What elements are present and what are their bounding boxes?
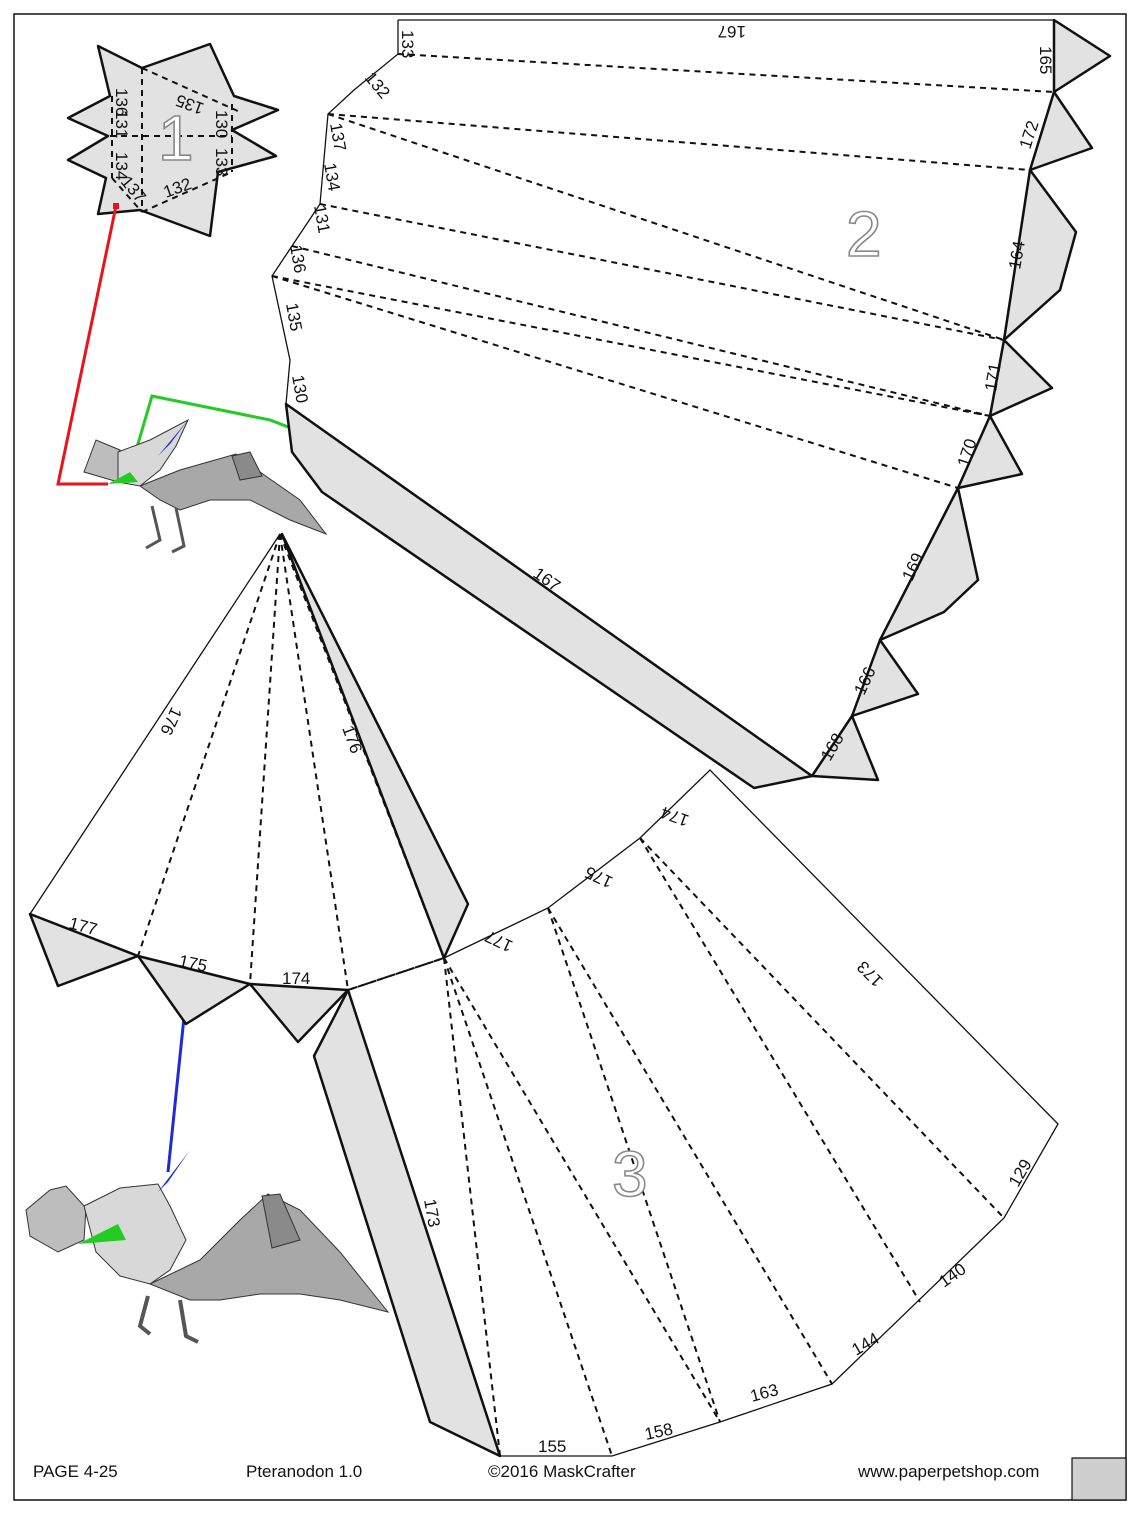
guide-line-blue (166, 997, 188, 1173)
edge-label: 133 (398, 30, 417, 58)
edge-label: 163 (748, 1380, 780, 1406)
edge-label: 174 (658, 803, 691, 831)
edge-label: 136 (286, 243, 310, 274)
piece-3-edge-labels: 176 176 177 175 174 174 175 177 173 173 … (67, 704, 1036, 1456)
model-name: Pteranodon 1.0 (246, 1462, 363, 1481)
edge-label: 136 (112, 88, 131, 116)
edge-label: 167 (718, 22, 746, 41)
page-number: PAGE 4-25 (33, 1462, 118, 1481)
edge-label: 155 (538, 1437, 566, 1456)
edge-label: 135 (282, 301, 306, 332)
piece-3-number: 3 (612, 1138, 648, 1210)
edge-label: 130 (212, 110, 231, 138)
edge-label: 134 (112, 152, 131, 180)
edge-label: 174 (282, 969, 310, 988)
edge-label: 129 (1005, 1156, 1036, 1190)
piece-1: 1 136 135 131 130 134 133 137 132 (66, 42, 280, 238)
edge-label: 140 (935, 1259, 969, 1291)
piece-2-edge-labels: 133 167 165 132 172 137 134 131 164 136 … (282, 22, 1055, 764)
piece-1-number: 1 (158, 102, 194, 174)
edge-label: 133 (212, 148, 231, 176)
guide-marker-red (113, 203, 119, 209)
edge-label: 165 (1036, 46, 1055, 74)
edge-label: 130 (288, 373, 312, 404)
piece-3-upper (28, 532, 470, 1044)
edge-label: 173 (420, 1197, 444, 1228)
edge-label: 164 (1005, 239, 1029, 270)
edge-label: 173 (853, 957, 886, 990)
edge-label: 177 (482, 926, 516, 955)
copyright: ©2016 MaskCrafter (488, 1462, 636, 1481)
guide-line-green (126, 394, 297, 479)
edge-label: 134 (320, 161, 344, 192)
edge-label: 158 (643, 1419, 675, 1443)
pteranodon-preview-bottom (25, 1150, 390, 1344)
page-border (13, 13, 1127, 1501)
guide-line-red (56, 205, 118, 486)
website-link[interactable]: www.paperpetshop.com (858, 1462, 1040, 1481)
edge-label: 171 (981, 361, 1005, 392)
folded-corner (1071, 1457, 1127, 1501)
piece-2-number: 2 (846, 198, 882, 270)
edge-label: 131 (310, 203, 334, 234)
edge-label: 175 (582, 862, 616, 891)
edge-label: 137 (326, 121, 350, 152)
edge-label: 131 (112, 110, 131, 138)
edge-label: 176 (156, 704, 185, 738)
edge-label: 132 (361, 68, 394, 102)
edge-label: 144 (849, 1329, 883, 1360)
pteranodon-preview-top (83, 418, 328, 554)
piece-2: 2 133 167 165 132 172 137 134 131 164 13… (271, 18, 1112, 790)
piece-3: 3 176 176 177 175 174 174 175 177 173 17… (67, 704, 1059, 1458)
